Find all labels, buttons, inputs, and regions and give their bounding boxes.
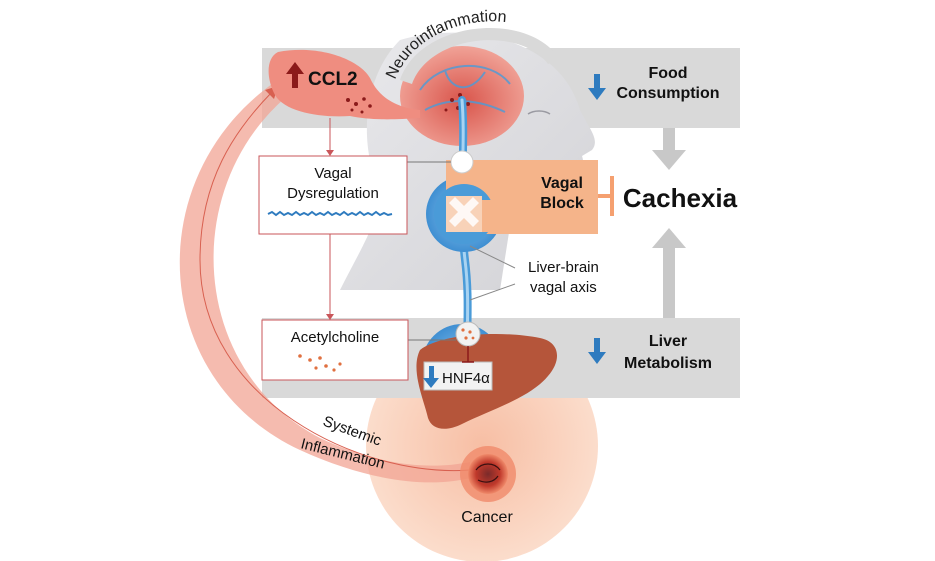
acetylcholine-particles — [298, 354, 342, 372]
liver-down-arrow-icon — [588, 338, 606, 364]
vagal-block-label-2: Block — [540, 195, 584, 212]
tumor-icon — [468, 454, 508, 494]
nerve-node-top — [450, 150, 474, 174]
food-label-2: Consumption — [616, 85, 719, 102]
nerve-signal-trace — [267, 210, 393, 217]
liver-label-2: Metabolism — [624, 355, 712, 372]
ccl2-blob — [268, 49, 420, 120]
food-to-cachexia-arrow — [652, 128, 686, 170]
vagal-dysregulation-box — [258, 155, 408, 235]
liver-label-1: Liver — [649, 333, 687, 350]
liver-to-cachexia-arrow — [652, 228, 686, 318]
axis-label-2: vagal axis — [530, 279, 597, 296]
systemic-inflammation-arc — [179, 84, 470, 483]
hnf4a-box — [423, 361, 493, 391]
neuroinflammation-halo — [400, 27, 560, 84]
vagal-dys-label-2: Dysregulation — [287, 185, 379, 202]
face-eye — [527, 110, 551, 115]
cachexia-label: Cachexia — [623, 183, 738, 213]
block-inhibit-icon — [598, 176, 614, 216]
ccl2-particles — [346, 97, 372, 114]
food-label-1: Food — [648, 65, 687, 82]
vagal-block-label-1: Vagal — [541, 175, 583, 192]
food-down-arrow-icon — [588, 74, 606, 100]
cancer-label: Cancer — [461, 509, 513, 526]
block-x-icon — [449, 197, 479, 227]
acetylcholine-label: Acetylcholine — [291, 329, 379, 346]
ccl2-up-arrow-icon — [286, 62, 304, 88]
hnf4a-label: HNF4α — [442, 370, 490, 387]
vagal-dys-label-1: Vagal — [314, 165, 351, 182]
hnf4a-down-arrow-icon — [423, 366, 439, 388]
arc-arrow-line — [199, 91, 471, 472]
axis-label-1: Liver-brain — [528, 259, 599, 276]
ccl2-label: CCL2 — [308, 69, 358, 90]
nerve-node-liver — [455, 321, 481, 347]
